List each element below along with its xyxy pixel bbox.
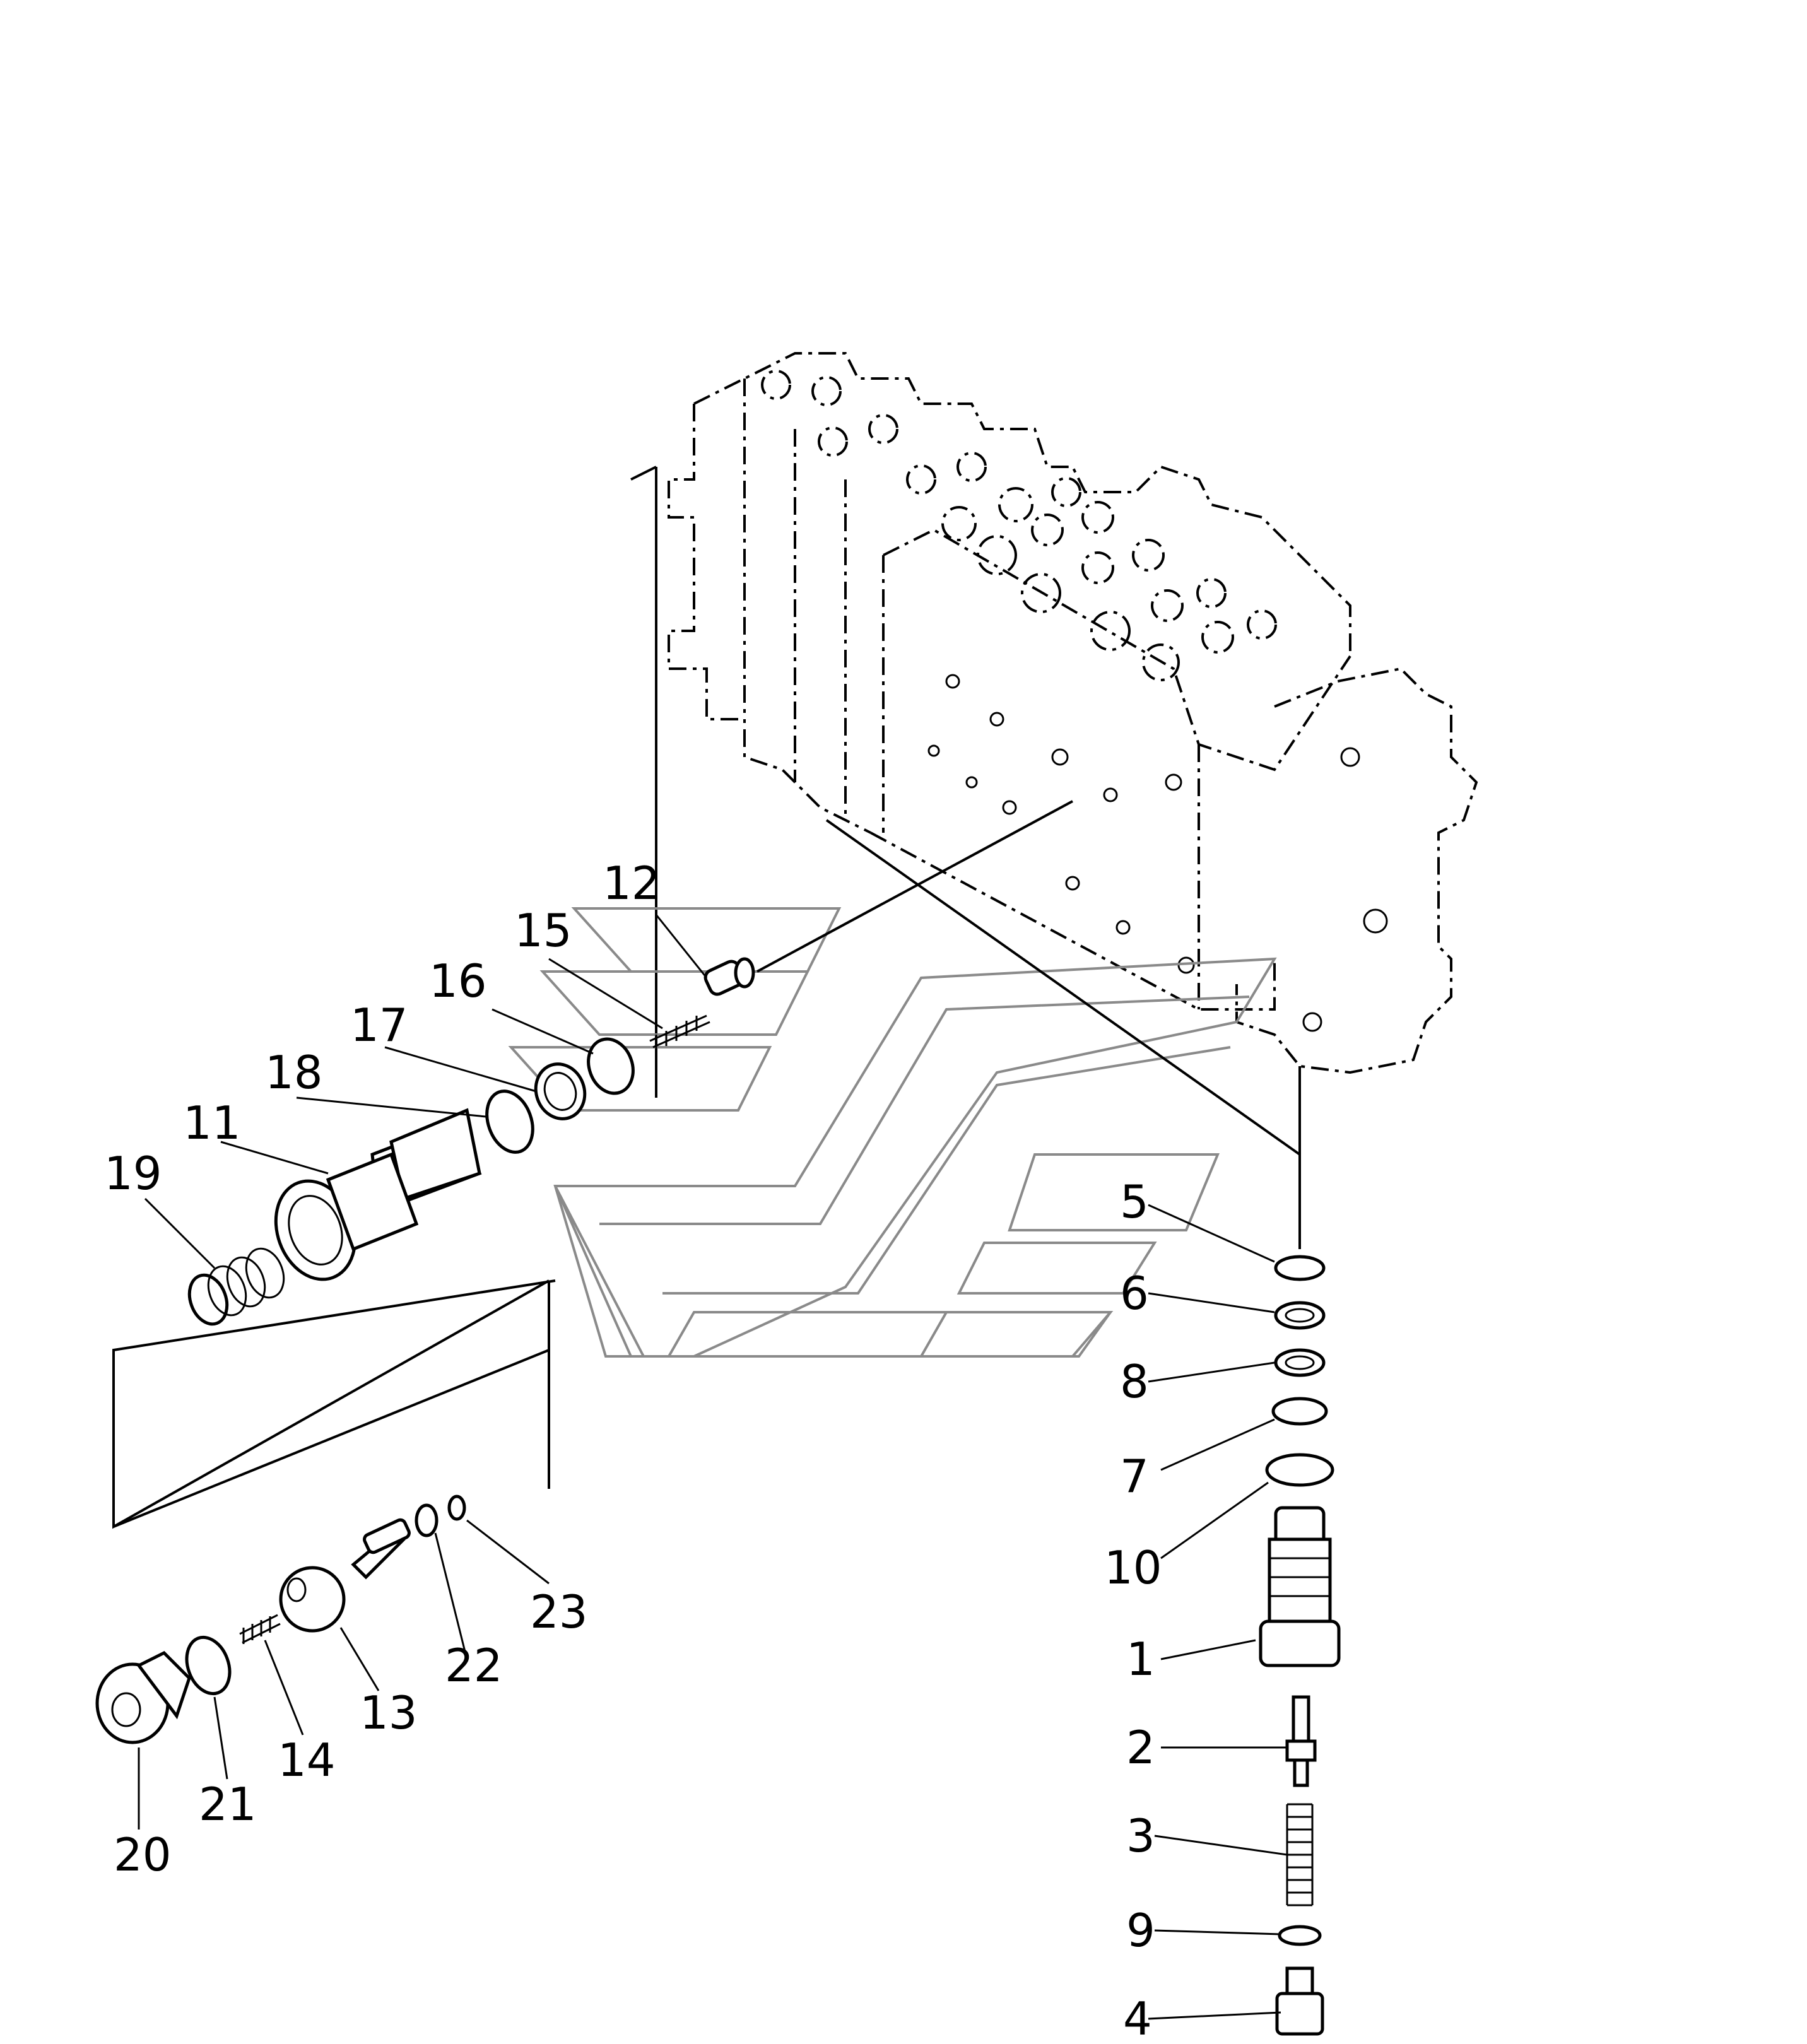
part-20-plug (95, 1650, 191, 1744)
callout-15: 15 (514, 904, 572, 957)
part-9-o-ring (1278, 1925, 1322, 1946)
callout-23: 23 (530, 1585, 588, 1638)
part-10-o-ring (1265, 1453, 1334, 1487)
part-7-o-ring (1271, 1397, 1328, 1426)
part-16-o-ring (587, 1037, 635, 1095)
control-valve-block (630, 352, 1478, 1098)
part-11-sleeve (274, 1108, 482, 1281)
callout-4: 4 (1123, 1992, 1152, 2044)
part-3-spring (1286, 1803, 1314, 1906)
callout-2: 2 (1126, 1721, 1155, 1774)
part-15-spring (649, 1014, 710, 1050)
callout-8: 8 (1120, 1355, 1149, 1408)
callout-labels: 5 6 8 7 10 1 2 3 9 4 12 15 16 17 18 11 1… (104, 857, 1162, 2044)
callout-21: 21 (199, 1778, 257, 1831)
callout-9: 9 (1126, 1904, 1155, 1957)
callout-5: 5 (1120, 1175, 1149, 1228)
part-17-backup-ring (534, 1062, 587, 1120)
callout-18: 18 (265, 1046, 323, 1099)
part-4-plug (1275, 1966, 1324, 2036)
part-5-o-ring (1274, 1255, 1326, 1281)
part-13-piston (279, 1518, 411, 1633)
callout-17: 17 (350, 999, 408, 1052)
callout-10: 10 (1104, 1541, 1162, 1594)
watermark-logo (508, 907, 1277, 1358)
callout-19: 19 (104, 1147, 162, 1200)
part-21-o-ring (185, 1635, 232, 1696)
part-1-valve-body (1259, 1506, 1341, 1667)
part-2-poppet (1285, 1695, 1317, 1787)
part-14-spring (239, 1614, 281, 1644)
part-23-o-ring (447, 1495, 466, 1521)
callout-7: 7 (1120, 1450, 1149, 1503)
part-8-ring (1274, 1348, 1326, 1377)
part-18-o-ring (485, 1090, 534, 1154)
part-6-ring (1274, 1301, 1326, 1330)
part-19-spring (187, 1247, 285, 1326)
callout-22: 22 (445, 1639, 503, 1692)
part-12-plug (703, 957, 755, 996)
callout-3: 3 (1126, 1809, 1155, 1862)
callout-1: 1 (1126, 1633, 1155, 1686)
leader-lines (138, 914, 1288, 2020)
callout-20: 20 (114, 1828, 172, 1881)
callout-16: 16 (429, 954, 487, 1007)
guide-lines (112, 800, 1301, 1529)
callout-12: 12 (603, 857, 661, 910)
callout-11: 11 (183, 1096, 241, 1149)
callout-14: 14 (278, 1734, 336, 1787)
callout-13: 13 (360, 1686, 418, 1739)
part-22-ring (415, 1503, 439, 1537)
callout-6: 6 (1120, 1267, 1149, 1320)
